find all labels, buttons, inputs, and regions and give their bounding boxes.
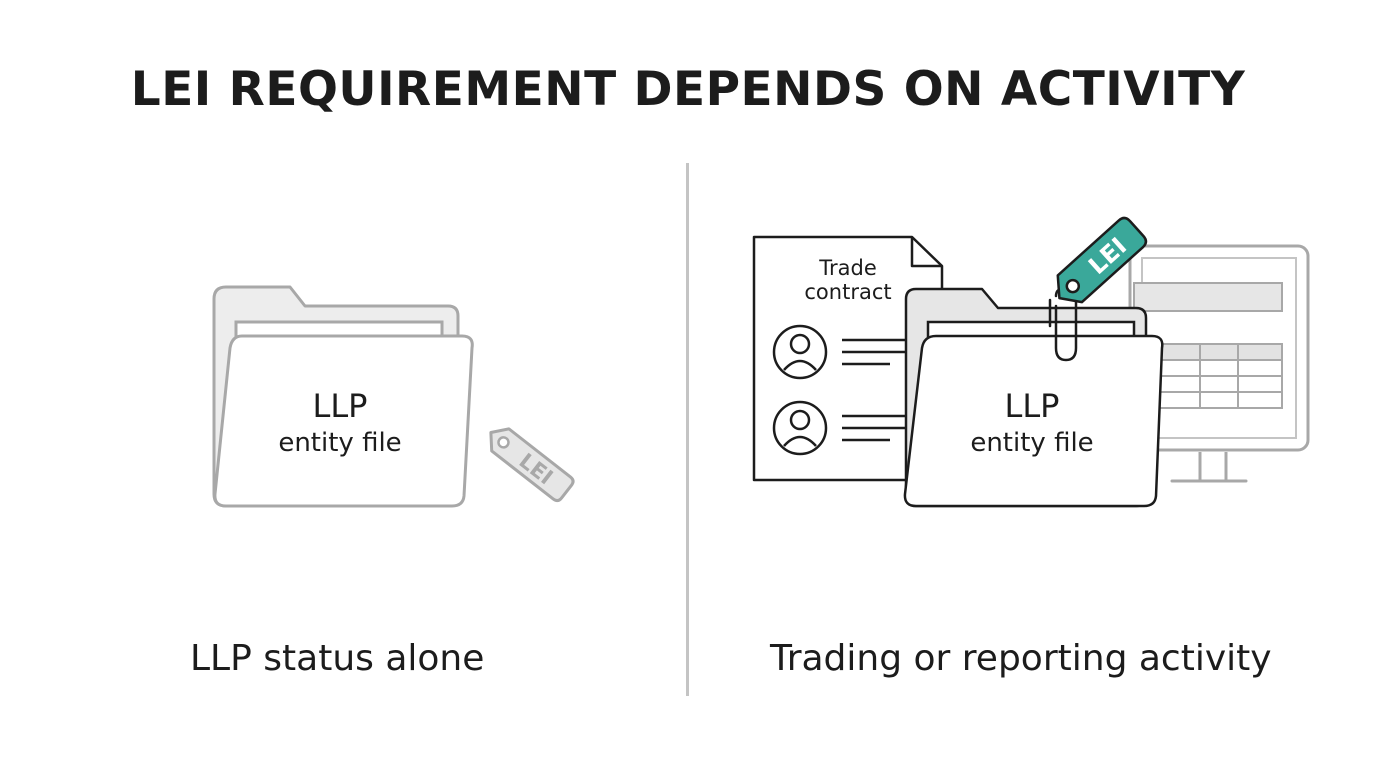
left-panel: LLP entity file LEI [212,285,575,508]
left-folder-icon: LLP entity file [212,285,474,508]
panel-divider [686,163,689,696]
left-lei-tag-icon: LEI [489,427,575,503]
right-caption: Trading or reporting activity [770,638,1272,679]
right-folder-title: LLP [1005,387,1060,425]
page-title: LEI REQUIREMENT DEPENDS ON ACTIVITY [130,62,1246,117]
document-icon: Trade contract [752,235,944,482]
document-title-line1: Trade [818,256,877,280]
right-folder-icon: LLP entity file [903,287,1164,508]
left-folder-subtitle: entity file [278,428,401,458]
document-title-line2: contract [804,280,891,304]
person-icon [772,324,828,380]
right-panel: Trade contract [752,216,1310,508]
left-caption: LLP status alone [190,638,485,679]
monitor-icon [1128,244,1310,483]
right-folder-subtitle: entity file [970,428,1093,458]
person-icon [772,400,828,456]
left-folder-title: LLP [313,387,368,425]
